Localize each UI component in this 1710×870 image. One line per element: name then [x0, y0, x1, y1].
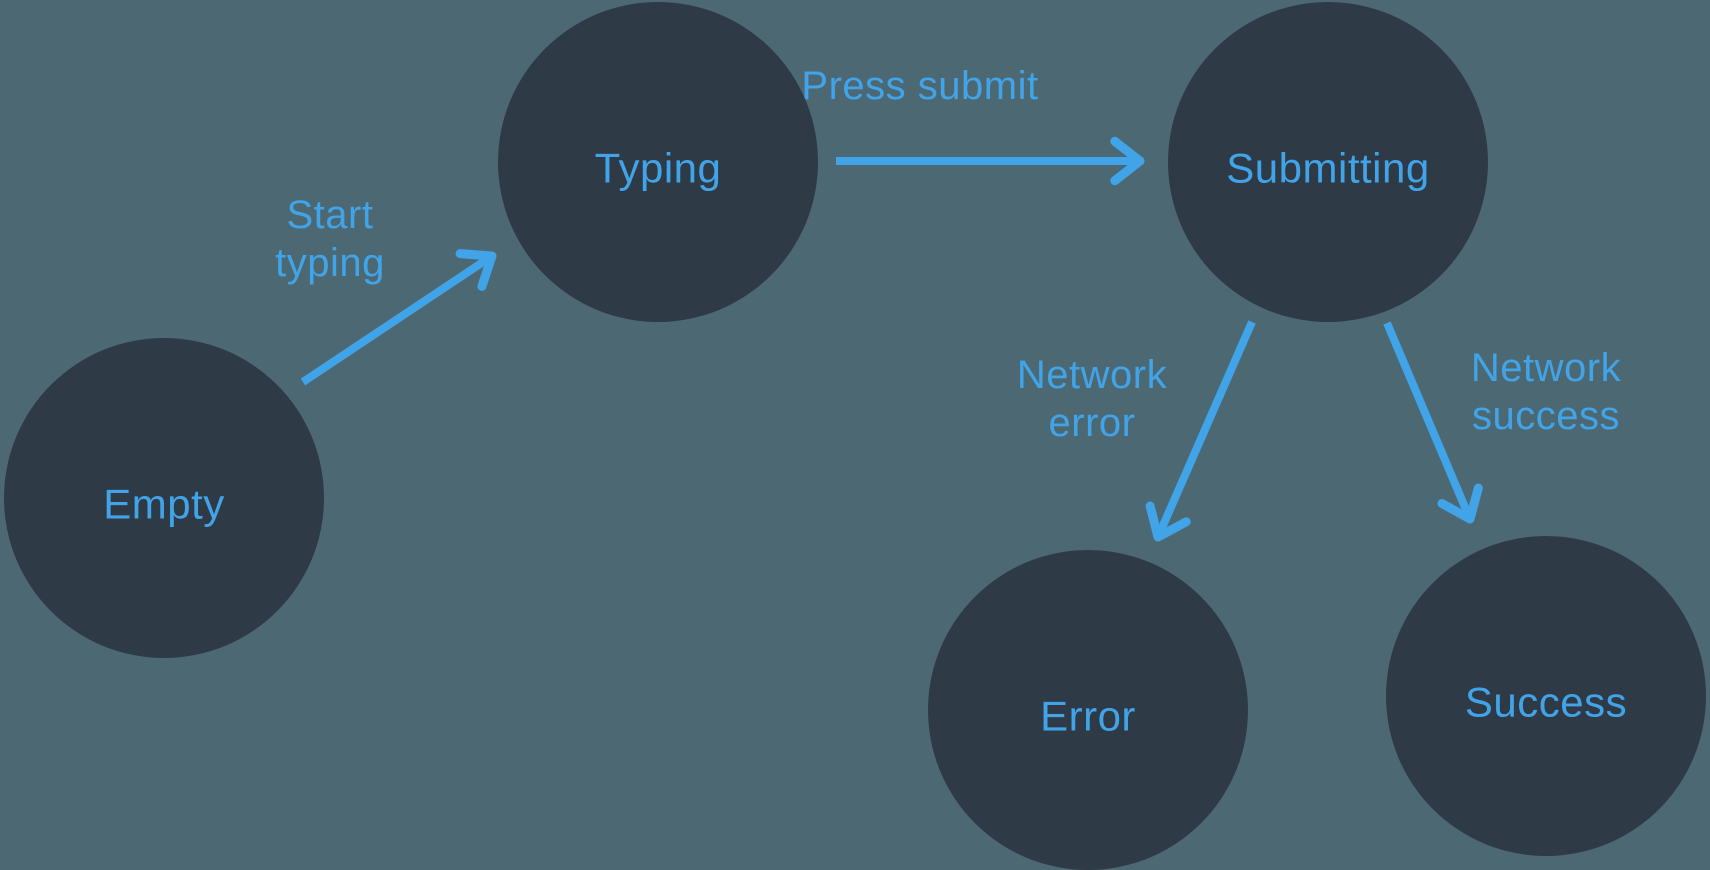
arrowhead-icon	[1437, 483, 1483, 524]
arrowhead-icon	[1145, 501, 1191, 542]
arrowhead-icon	[455, 249, 497, 291]
state-label-submitting: Submitting	[1226, 145, 1429, 192]
transition-line-network-error	[1154, 320, 1256, 539]
transition-label-start-typing-line1: Start	[287, 193, 374, 237]
state-success: Success	[1386, 536, 1706, 856]
state-error: Error	[928, 550, 1248, 870]
transition-label-network-success-line2: success	[1472, 394, 1620, 438]
state-circle-error	[928, 550, 1248, 870]
state-empty: Empty	[4, 338, 324, 658]
state-submitting: Submitting	[1168, 2, 1488, 322]
transition-label-network-error-line2: error	[1049, 401, 1136, 445]
state-label-empty: Empty	[103, 481, 225, 528]
transition-label-press-submit-line1: Press submit	[801, 64, 1038, 108]
transition-press-submit: Press submit	[801, 64, 1145, 186]
transition-label-network-success-line1: Network	[1471, 346, 1622, 390]
state-circle-typing	[498, 2, 818, 322]
transition-label-network-error-line1: Network	[1017, 353, 1168, 397]
state-typing: Typing	[498, 2, 818, 322]
transition-line-network-success	[1383, 321, 1474, 521]
state-label-success: Success	[1465, 679, 1627, 726]
state-circle-submitting	[1168, 2, 1488, 322]
arrowhead-icon	[1110, 136, 1145, 186]
state-label-error: Error	[1040, 693, 1136, 740]
state-circle-empty	[4, 338, 324, 658]
transition-line-start-typing	[300, 252, 495, 386]
transition-label-start-typing-line2: typing	[275, 241, 385, 285]
state-label-typing: Typing	[595, 145, 722, 192]
state-circle-success	[1386, 536, 1706, 856]
